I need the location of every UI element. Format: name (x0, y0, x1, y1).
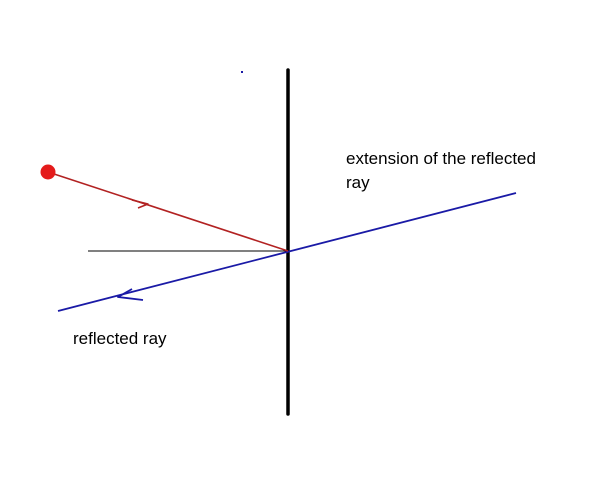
reflected-ray-line (57, 192, 517, 312)
reflected-ray-label: reflected ray (73, 329, 167, 348)
stray-dot (241, 71, 243, 73)
incident-ray-arrow (131, 199, 149, 209)
source-point (40, 164, 56, 180)
extension-label-line2: ray (346, 173, 370, 192)
extension-label-line1: extension of the reflected (346, 149, 536, 168)
reflected-ray-arrow (117, 288, 144, 301)
extension-label: extension of the reflected ray (346, 147, 536, 195)
incident-ray-line (47, 171, 289, 252)
